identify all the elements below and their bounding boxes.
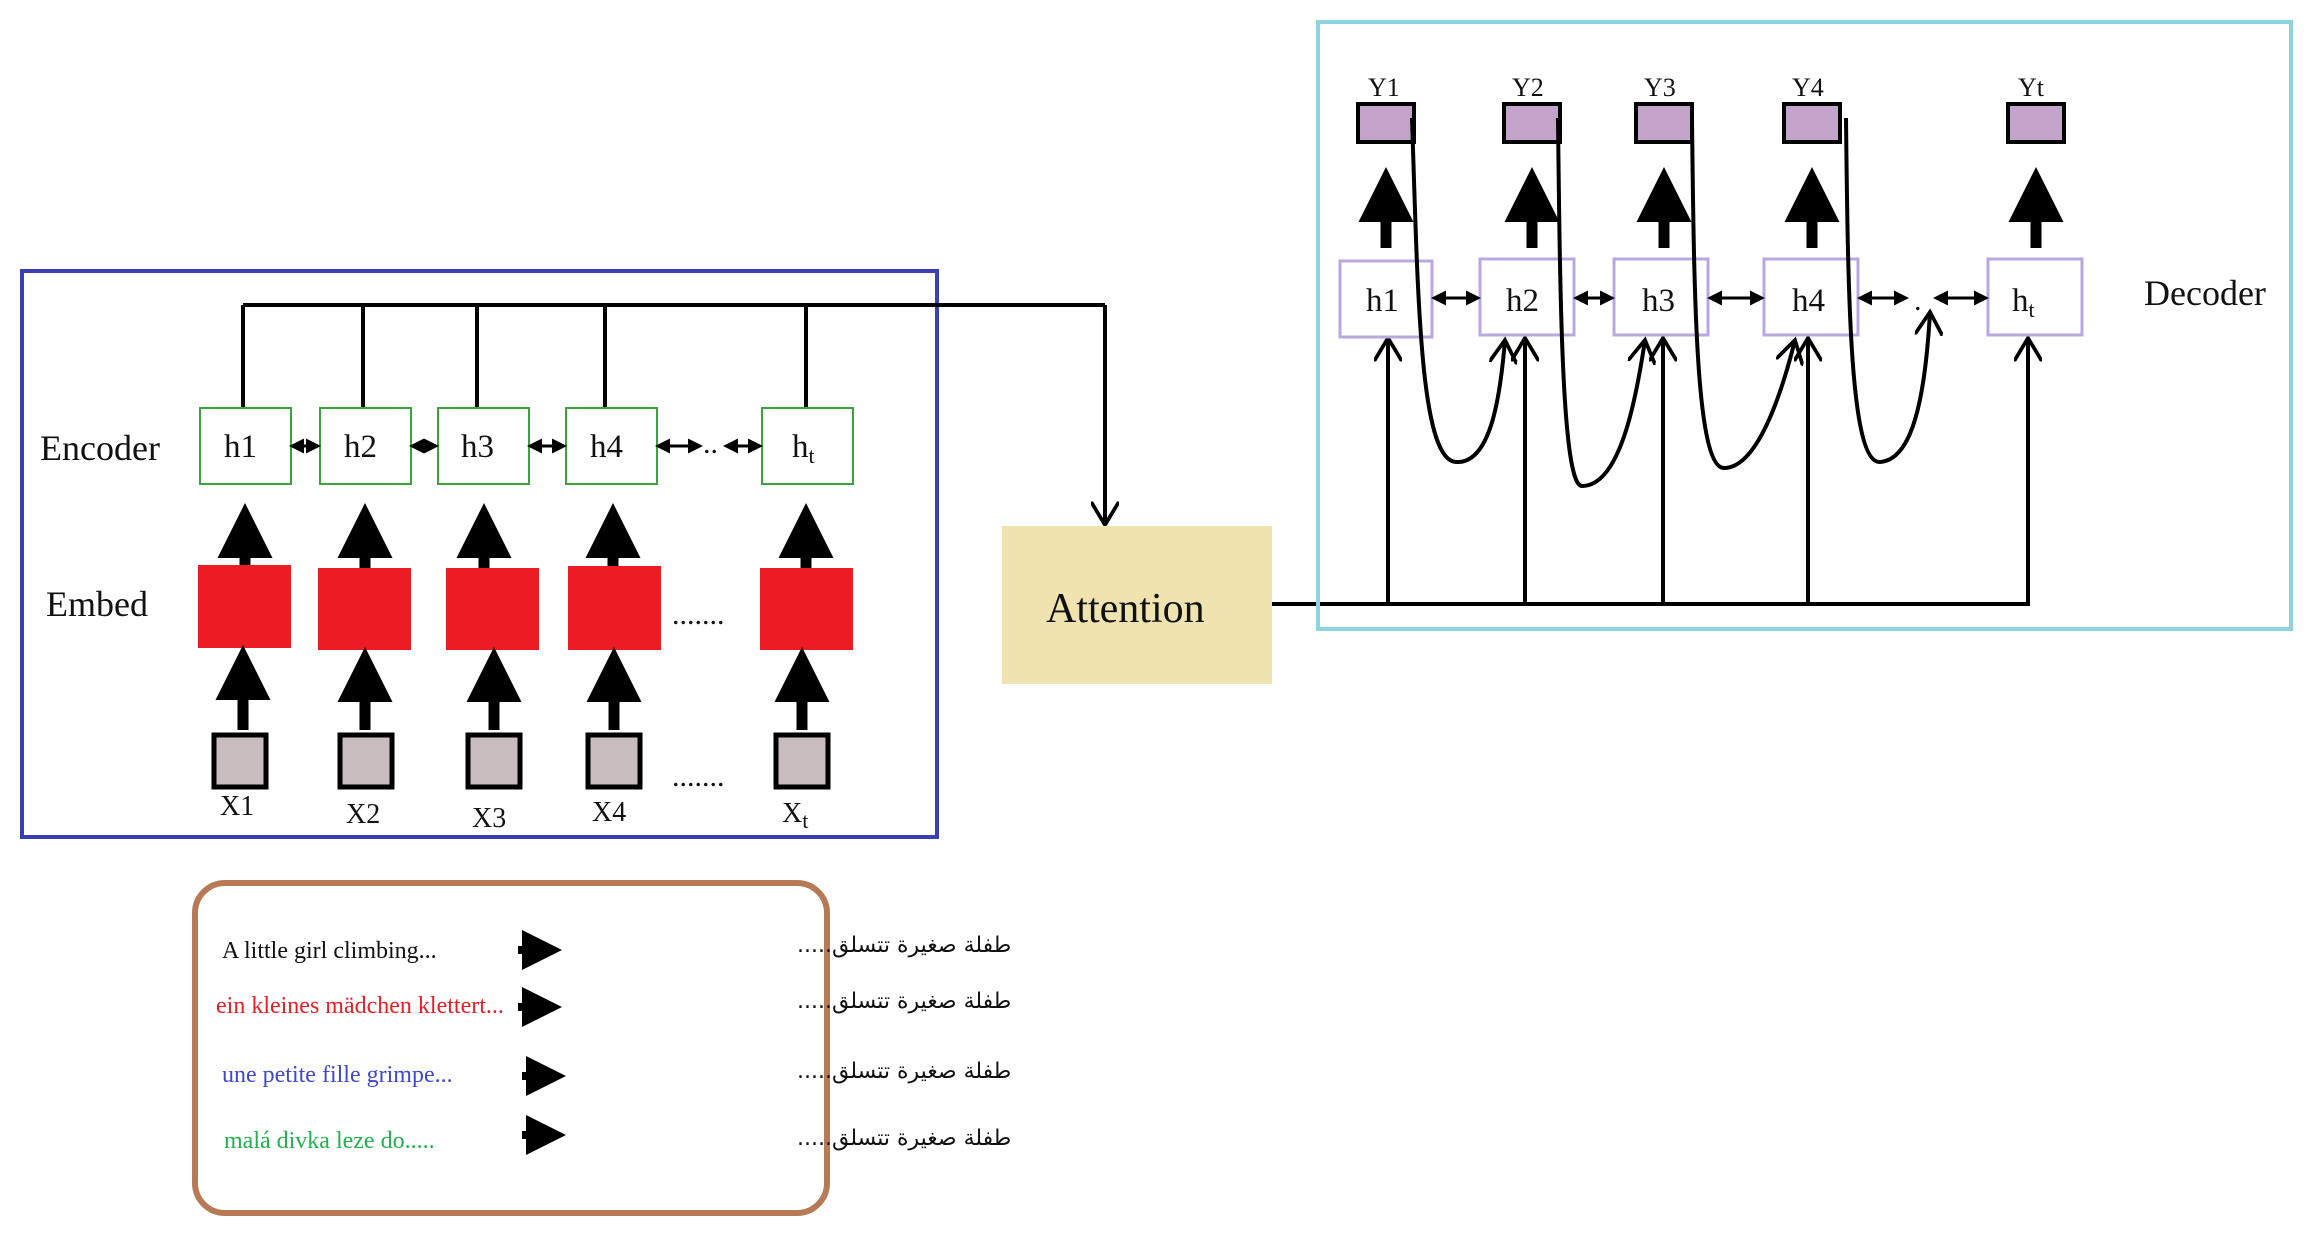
legend-target-ar: طفلة صغيرة تتسلق..... bbox=[797, 1059, 1011, 1084]
input-box bbox=[211, 732, 269, 790]
output-label: Y1 bbox=[1368, 73, 1400, 102]
embed-gap: ....... bbox=[672, 598, 725, 631]
embed-layer bbox=[198, 565, 853, 650]
legend-source-en: A little girl climbing... bbox=[222, 938, 437, 964]
decoder-hidden-gap: . bbox=[1914, 284, 1922, 317]
attention-to-decoder-bus bbox=[1272, 338, 2030, 606]
decoder-hidden-label: h4 bbox=[1792, 283, 1825, 319]
input-box bbox=[337, 732, 395, 790]
legend-box bbox=[192, 880, 830, 1216]
output-label: Y4 bbox=[1792, 73, 1824, 102]
encoder-hidden-label: h4 bbox=[590, 429, 623, 465]
output-label: Y3 bbox=[1644, 73, 1676, 102]
encoder-hidden-box bbox=[319, 407, 412, 485]
decoder-hidden-states: h1 h2 h3 h4 ht bbox=[1338, 257, 2084, 339]
output-box bbox=[1502, 102, 1562, 144]
output-box bbox=[1782, 102, 1842, 144]
encoder-hidden-states: h1 h2 h3 h4 ht bbox=[199, 407, 854, 485]
hidden-to-output-arrows bbox=[1358, 167, 2064, 248]
input-box bbox=[465, 732, 523, 790]
embed-box bbox=[318, 568, 411, 650]
decoder-label: Decoder bbox=[2144, 273, 2266, 313]
legend-target-ar: طفلة صغيرة تتسلق..... bbox=[797, 933, 1011, 958]
encoder-hidden-box bbox=[199, 407, 292, 485]
output-box bbox=[2006, 102, 2066, 144]
encoder-hidden-label: h2 bbox=[344, 429, 377, 465]
decoder-hidden-box bbox=[1612, 257, 1710, 337]
encoder-hidden-label: h1 bbox=[224, 429, 257, 465]
encoder-to-attention-bus bbox=[241, 303, 1105, 525]
legend-target-ar: طفلة صغيرة تتسلق..... bbox=[797, 1126, 1011, 1151]
embed-box bbox=[568, 566, 661, 650]
legend-rows: A little girl climbing... ein kleines mä… bbox=[216, 933, 1011, 1154]
output-label: Yt bbox=[2018, 73, 2045, 102]
attention-label: Attention bbox=[1046, 586, 1205, 632]
decoder-hidden-box bbox=[1986, 257, 2084, 337]
legend-target-ar: طفلة صغيرة تتسلق..... bbox=[797, 989, 1011, 1014]
legend-translation-arrows bbox=[518, 930, 566, 1155]
output-box bbox=[1634, 102, 1694, 144]
output-box bbox=[1356, 102, 1416, 144]
decoder-hidden-label: h2 bbox=[1506, 283, 1539, 319]
decoder-hidden-label: ht bbox=[2012, 283, 2035, 322]
legend-source-fr: une petite fille grimpe... bbox=[222, 1062, 453, 1088]
embed-box bbox=[198, 565, 291, 648]
encoder-hidden-gap: .. bbox=[703, 427, 718, 460]
decoder-outputs: Y1 Y2 Y3 Y4 Yt bbox=[1356, 73, 2066, 144]
encoder-hidden-label: ht bbox=[792, 429, 815, 468]
input-gap: ....... bbox=[672, 760, 725, 793]
input-label: X1 bbox=[220, 791, 254, 822]
input-box bbox=[773, 732, 831, 790]
input-box bbox=[585, 732, 643, 790]
attention-box bbox=[1002, 526, 1272, 684]
legend-source-cs: malá divka leze do..... bbox=[224, 1128, 435, 1154]
embed-box bbox=[760, 568, 853, 650]
decoder-hidden-label: h1 bbox=[1366, 283, 1399, 319]
encoder-hidden-label: h3 bbox=[461, 429, 494, 465]
embed-label: Embed bbox=[46, 584, 148, 624]
legend-source-de: ein kleines mädchen klettert... bbox=[216, 993, 504, 1019]
output-feedback-curves bbox=[1410, 117, 1930, 489]
input-label: X3 bbox=[472, 803, 506, 834]
decoder-hidden-box bbox=[1762, 257, 1860, 337]
input-label: X4 bbox=[592, 797, 626, 828]
decoder-hidden-label: h3 bbox=[1642, 283, 1675, 319]
encoder-label: Encoder bbox=[40, 428, 160, 468]
embed-to-hidden-arrows bbox=[217, 503, 834, 568]
input-label: X2 bbox=[346, 799, 380, 830]
embed-box bbox=[446, 568, 539, 650]
input-label: Xt bbox=[782, 798, 808, 833]
output-label: Y2 bbox=[1512, 73, 1544, 102]
input-to-embed-arrows bbox=[215, 645, 830, 730]
encoder-frame bbox=[20, 269, 939, 839]
decoder-frame bbox=[1316, 20, 2293, 631]
input-tokens: X1 X2 X3 X4 Xt bbox=[211, 732, 831, 834]
